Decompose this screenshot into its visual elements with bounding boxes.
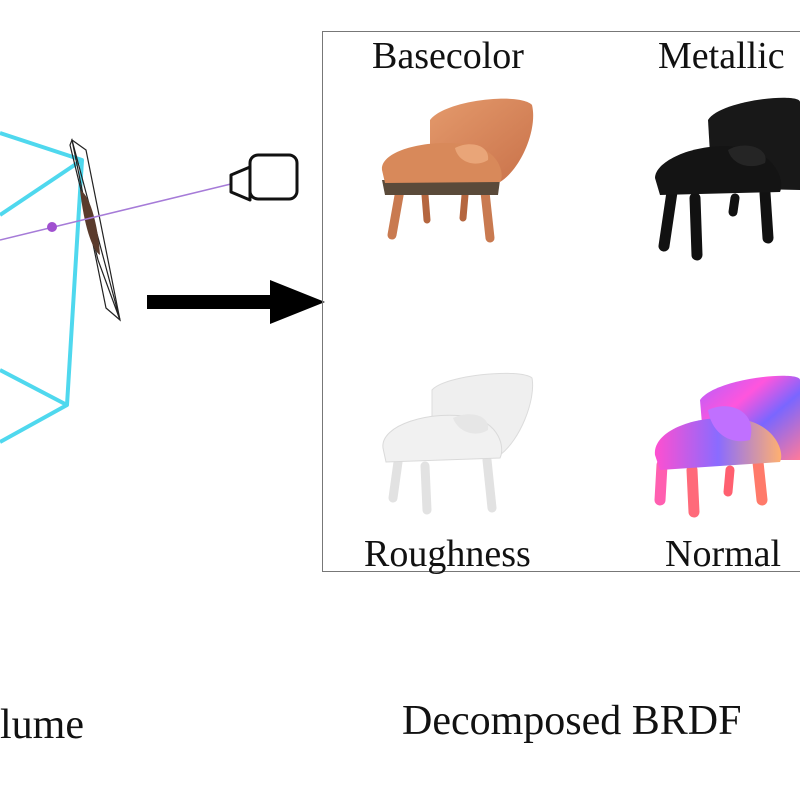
label-basecolor: Basecolor [372,37,524,75]
caption-volume: lume [0,702,84,748]
label-normal: Normal [665,535,781,573]
brdf-panel [322,31,800,572]
volume-edge-diagonal-lower [0,370,67,405]
ray-sample-point [47,222,57,232]
volume-wireframe [0,133,82,442]
volume-edge-top [0,133,82,442]
caption-decomposed-brdf: Decomposed BRDF [402,700,742,742]
volume-edge-diagonal-upper [0,160,82,215]
label-metallic: Metallic [658,37,785,75]
arrow-icon [147,280,325,324]
camera-icon [231,155,297,200]
label-roughness: Roughness [364,535,531,573]
